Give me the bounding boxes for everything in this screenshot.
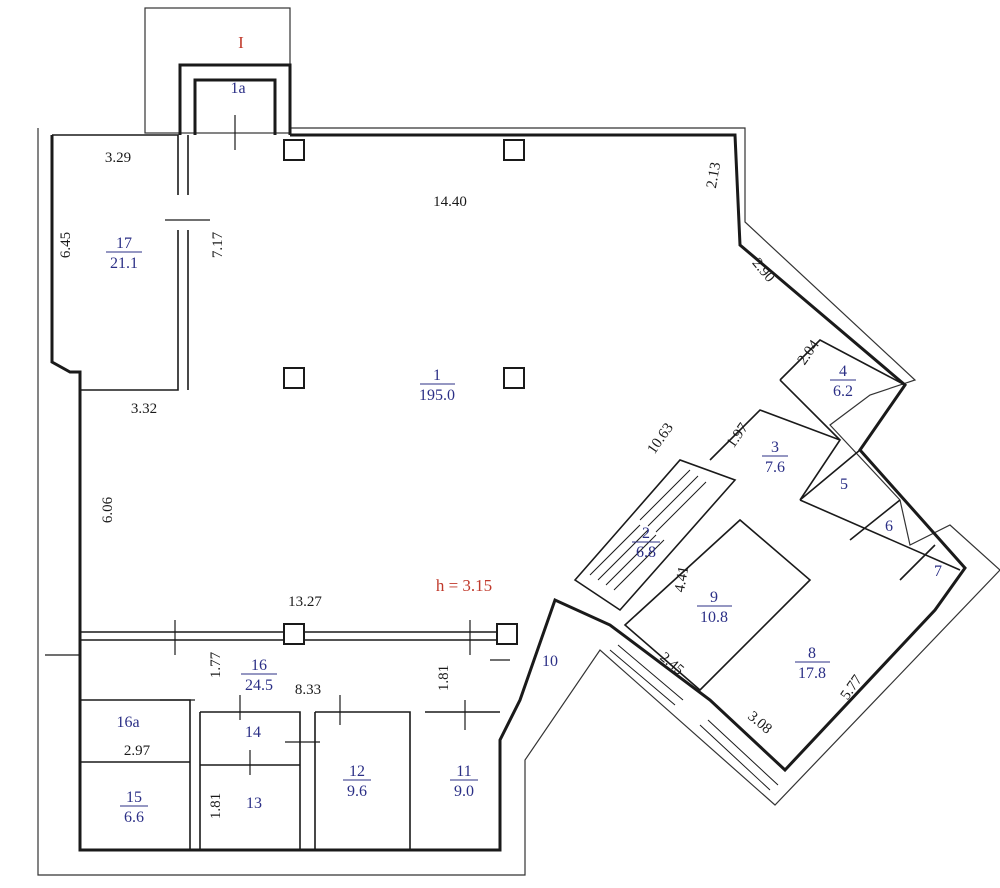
room-area-4: 6.2	[833, 383, 853, 400]
dimension-label: 6.06	[100, 496, 116, 523]
room-area-9: 10.8	[700, 609, 728, 626]
room-area-8: 17.8	[798, 665, 826, 682]
room-number-4: 4	[839, 363, 847, 380]
room-area-15: 6.6	[124, 809, 144, 826]
room-number-6: 6	[885, 518, 893, 535]
room-number-16: 16	[251, 657, 267, 674]
dimension-label: 8.33	[295, 682, 321, 698]
room-area-1: 195.0	[419, 387, 455, 404]
dimension-label: 3.08	[744, 708, 774, 737]
exterior-wall	[50, 133, 967, 852]
dimension-label: 2.13	[704, 161, 724, 190]
room-number-2: 2	[642, 525, 650, 542]
room-number-14: 14	[245, 724, 261, 741]
room-number-8: 8	[808, 645, 816, 662]
dimension-label: 3.29	[105, 150, 131, 166]
room-area-17: 21.1	[110, 255, 138, 272]
room-number-9: 9	[710, 589, 718, 606]
dimension-label: 2.90	[748, 255, 777, 285]
dimension-label: 1.81	[208, 793, 224, 819]
dimension-label: 1.77	[208, 651, 224, 678]
stair-treads	[589, 469, 707, 591]
east-wing-walls	[623, 339, 961, 692]
lower-rooms-walls	[80, 699, 500, 850]
room-area-2: 6.8	[636, 544, 656, 561]
columns	[283, 139, 525, 645]
door-markers	[45, 115, 510, 775]
dimension-label: 3.32	[131, 401, 157, 417]
section-mark: I	[238, 33, 244, 52]
room-area-12: 9.6	[347, 783, 367, 800]
room-number-17: 17	[116, 235, 132, 252]
dimension-label: 14.40	[433, 194, 467, 210]
dimension-label: 1.81	[436, 665, 452, 691]
dimension-label: 10.63	[644, 420, 676, 457]
room-number-10: 10	[542, 653, 558, 670]
dimension-label: 6.45	[58, 232, 74, 258]
balcony-hatch	[609, 644, 779, 791]
room-number-13: 13	[246, 795, 262, 812]
room-17-wall	[52, 134, 189, 391]
outer-wall-outline	[37, 127, 1000, 876]
porch-outline	[144, 7, 291, 134]
room-area-16: 24.5	[245, 677, 273, 694]
stair-wall	[573, 459, 737, 612]
room-number-5: 5	[840, 476, 848, 493]
room-number-16a: 16a	[116, 714, 139, 731]
room-number-12: 12	[349, 763, 365, 780]
room-number-15: 15	[126, 789, 142, 806]
room-number-1a: 1a	[230, 80, 245, 97]
porch-wall	[178, 63, 292, 135]
room-number-3: 3	[771, 439, 779, 456]
room-number-7: 7	[934, 563, 942, 580]
room-area-11: 9.0	[454, 783, 474, 800]
room-number-1: 1	[433, 367, 441, 384]
ceiling-height-label: h = 3.15	[436, 576, 492, 595]
dimension-label: 2.97	[124, 743, 151, 759]
room-area-3: 7.6	[765, 459, 785, 476]
dimension-label: 13.27	[288, 594, 322, 610]
room-number-11: 11	[456, 763, 471, 780]
dimension-label: 1.97	[724, 420, 752, 451]
dimension-label: 4.41	[672, 565, 692, 594]
dimension-label: 7.17	[210, 231, 226, 258]
